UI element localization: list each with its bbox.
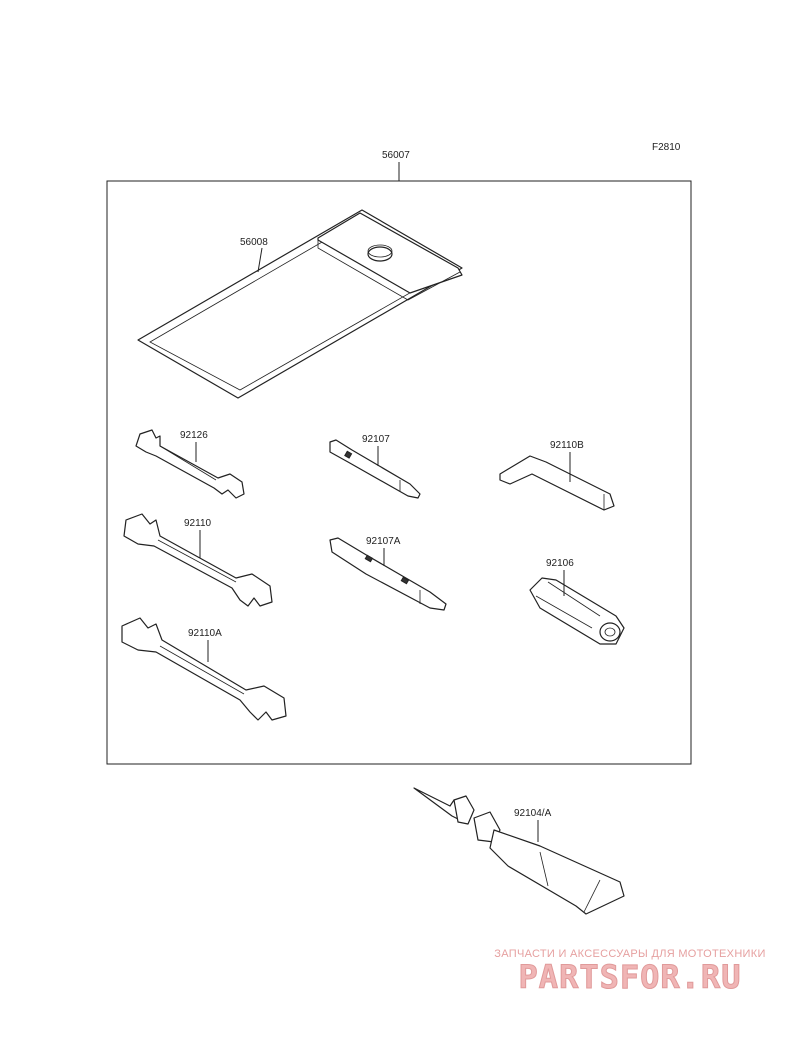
label-repair-kit: 92104/A (514, 808, 552, 819)
label-wrench-small: 92126 (180, 430, 208, 441)
watermark-brand: PARTSFOR.RU (518, 958, 742, 996)
hex-key-drawing (499, 455, 615, 511)
handle-drawing (529, 577, 625, 645)
watermark: ЗАПЧАСТИ И АКСЕССУАРЫ ДЛЯ МОТОТЕХНИКИ PA… (470, 948, 790, 996)
label-wrench-medium: 92110 (184, 518, 212, 529)
label-case: 56008 (240, 237, 268, 248)
label-screwdriver: 92107 (362, 434, 390, 445)
watermark-subtitle: ЗАПЧАСТИ И АКСЕССУАРЫ ДЛЯ МОТОТЕХНИКИ (494, 948, 766, 960)
label-wrench-large: 92110A (188, 628, 222, 639)
label-kit: 56007 (382, 150, 410, 161)
wrench-small-drawing (135, 429, 245, 499)
figure-code: F2810 (652, 142, 681, 153)
screwdriver-b-drawing (329, 537, 447, 611)
label-hex-key: 92110B (550, 440, 584, 451)
repair-kit-drawing (413, 787, 625, 915)
tool-case-drawing (137, 209, 463, 399)
wrench-medium-drawing (123, 513, 273, 607)
label-screwdriver-b: 92107A (366, 536, 401, 547)
kit-frame (106, 180, 692, 765)
screwdriver-drawing (329, 439, 421, 499)
leader-case (257, 247, 263, 273)
wrench-large-drawing (121, 617, 287, 721)
label-handle: 92106 (546, 558, 574, 569)
